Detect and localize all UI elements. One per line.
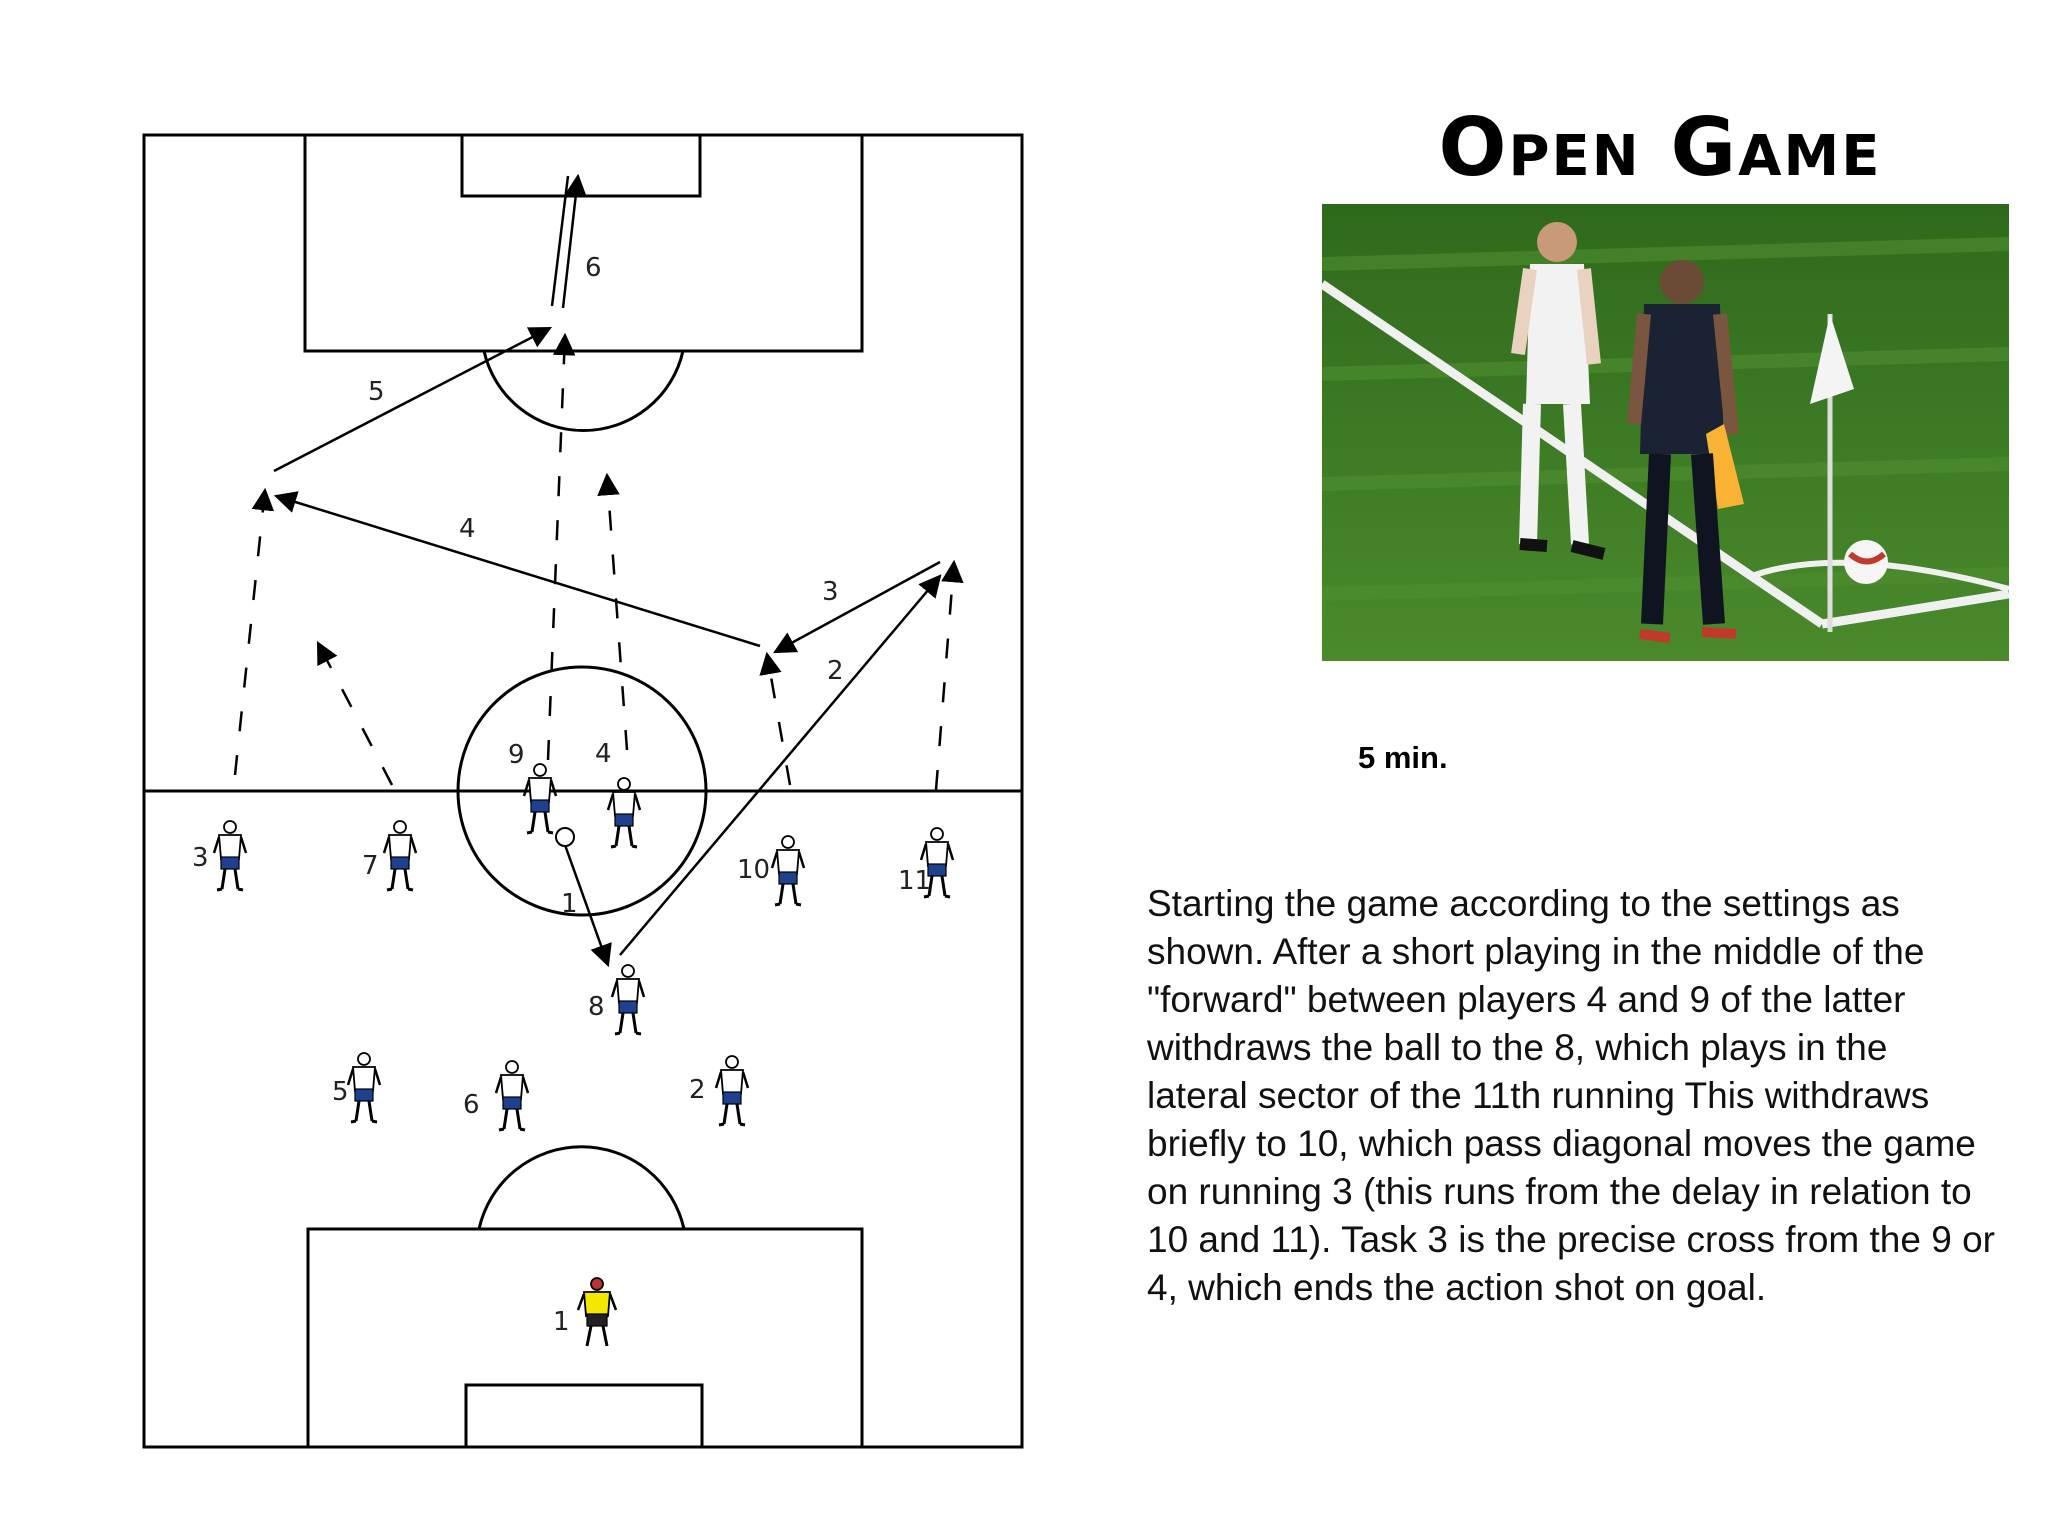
- top-goal-area: [460, 133, 702, 198]
- pass-arrow-5: [273, 326, 552, 473]
- drill-description: Starting the game according to the setti…: [1147, 883, 1995, 1308]
- top-penalty-area: [303, 133, 864, 353]
- player-11-number: 11: [898, 866, 931, 896]
- shot-arrow-6b: [561, 173, 587, 309]
- shot-arrow-6a: [550, 175, 570, 307]
- run-arrow-9: [546, 332, 576, 761]
- player-2-number: 2: [689, 1075, 706, 1105]
- pass-arrows: [273, 173, 942, 968]
- center-circle: [456, 665, 708, 917]
- pass-label-2: 2: [827, 656, 844, 686]
- goalkeeper-figure: [576, 1276, 618, 1348]
- pass-arrow-1: [563, 844, 612, 968]
- player-2-figure: [714, 1054, 750, 1127]
- run-arrow-11: [934, 559, 964, 791]
- pass-label-4: 4: [459, 514, 476, 544]
- player-4-number: 4: [595, 739, 612, 769]
- run-arrow-4: [597, 472, 629, 751]
- player-5-number: 5: [332, 1077, 349, 1107]
- player-9-figure: [522, 762, 558, 835]
- player-8-number: 8: [588, 992, 605, 1022]
- player-9-number: 9: [508, 740, 525, 770]
- bottom-goal-area: [464, 1383, 704, 1449]
- player-3-figure: [212, 819, 248, 892]
- corner-flag-photo: [1322, 204, 2009, 661]
- top-penalty-arc: [482, 350, 685, 432]
- pass-label-1: 1: [561, 889, 578, 919]
- page-title: Open Game: [1438, 101, 1882, 194]
- player-3-number: 3: [192, 843, 209, 873]
- player-7-number: 7: [362, 851, 379, 881]
- pass-arrow-2: [619, 574, 942, 956]
- run-arrow-7: [316, 641, 394, 786]
- players: 3 7 9 4 10 11 8 5 6 2 1: [192, 739, 955, 1348]
- pitch-markings: [142, 133, 1024, 1449]
- run-arrow-3: [233, 487, 275, 776]
- player-7-figure: [382, 819, 418, 892]
- pass-label-6: 6: [585, 253, 602, 283]
- ball: [555, 827, 575, 847]
- tactics-diagram: 1 2 3 4 5 6 3 7 9 4 10 11 8 5 6 2 1: [142, 133, 1024, 1449]
- player-10-figure: [770, 834, 806, 907]
- pass-label-5: 5: [368, 377, 385, 407]
- pass-labels: 1 2 3 4 5 6: [368, 253, 844, 919]
- pass-label-3: 3: [822, 577, 839, 607]
- player-6-number: 6: [463, 1090, 480, 1120]
- pass-arrow-3: [773, 560, 941, 654]
- player-4-figure: [606, 776, 642, 849]
- pass-arrow-4: [273, 491, 761, 648]
- player-10-number: 10: [737, 855, 770, 885]
- bottom-penalty-area: [306, 1227, 864, 1449]
- bottom-penalty-arc: [477, 1145, 686, 1230]
- player-8-figure: [610, 963, 646, 1036]
- player-6-figure: [494, 1059, 530, 1132]
- run-arrows: [233, 332, 964, 791]
- player-1-number: 1: [553, 1307, 570, 1337]
- duration-label: 5 min.: [1358, 740, 1448, 775]
- player-5-figure: [346, 1051, 382, 1124]
